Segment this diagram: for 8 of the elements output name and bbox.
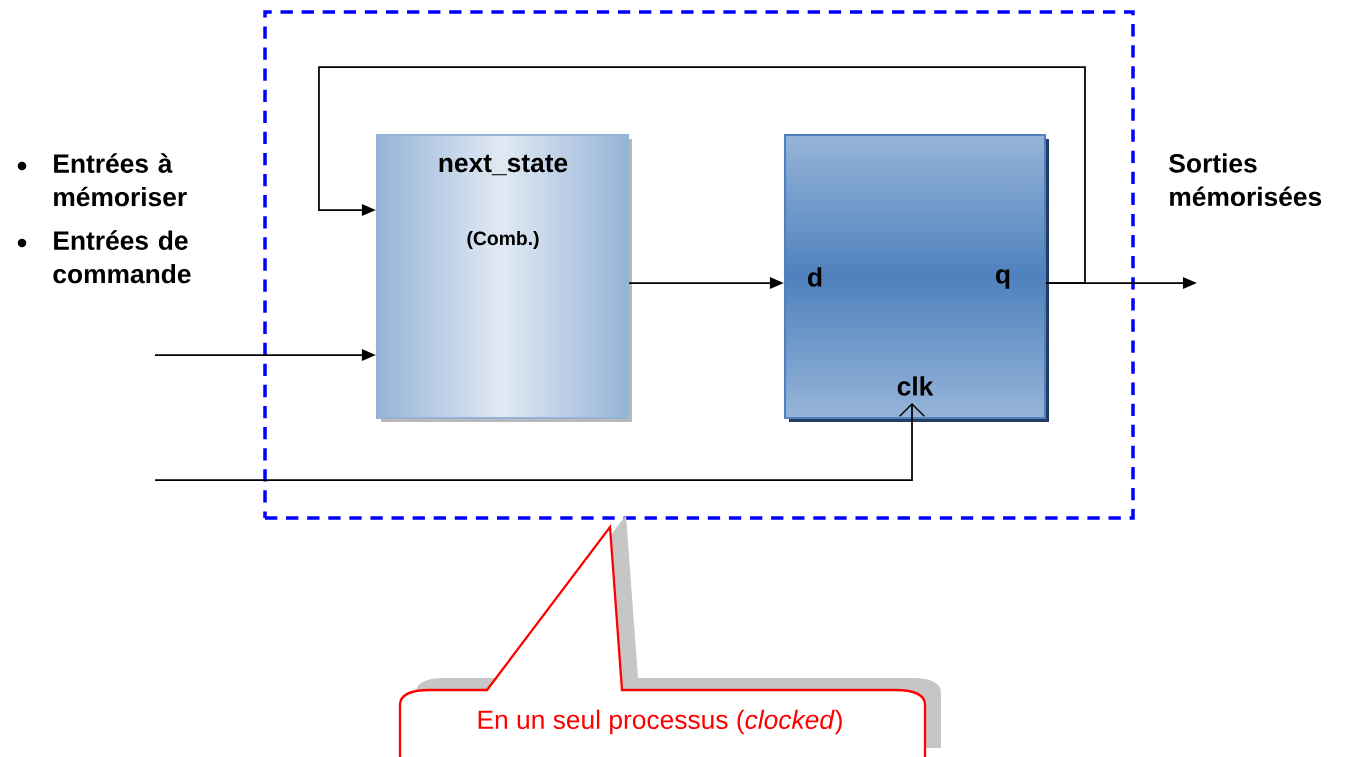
port-label: d [808,267,822,287]
arrow [154,403,925,481]
port-label: clk [897,376,934,396]
process-boundary [263,10,1135,520]
list-item: Entrées de commande [17,230,191,284]
output-label: Sorties mémorisées [1169,153,1322,207]
list-item: Entrées à mémoriser [17,153,187,207]
port-label: q [996,269,1010,289]
